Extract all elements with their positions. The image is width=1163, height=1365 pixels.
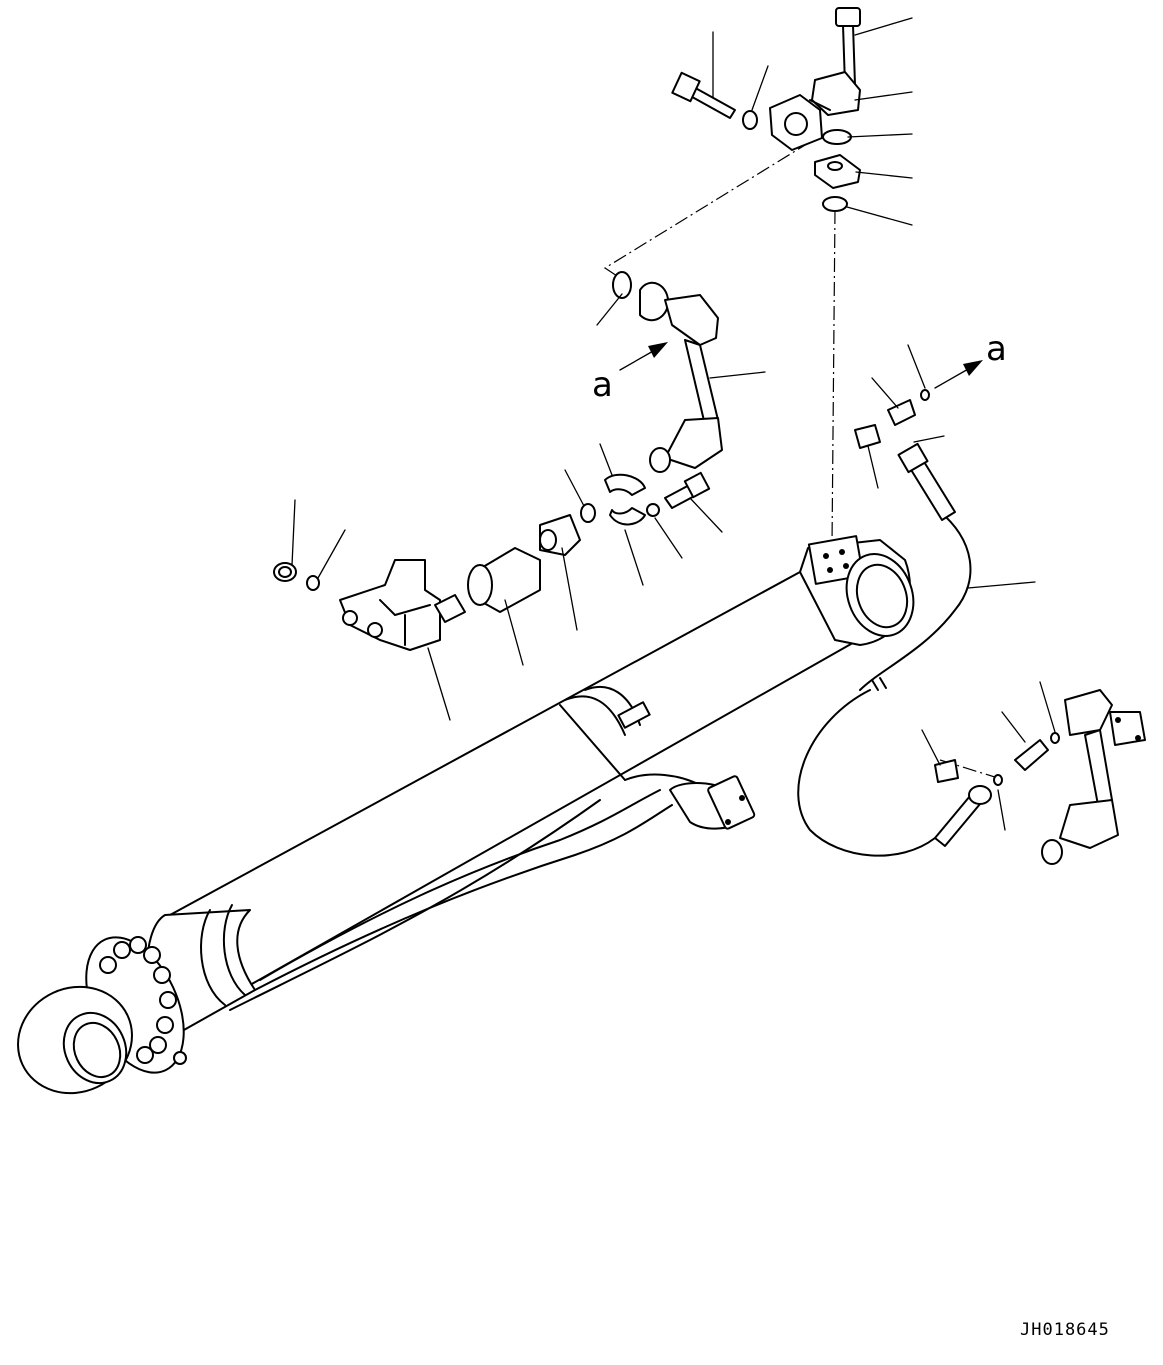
leader-lines xyxy=(291,17,1056,831)
view-arrow-label: a xyxy=(592,365,613,405)
view-arrow-left: a xyxy=(592,342,668,405)
steel-tube-right xyxy=(1041,689,1146,865)
hydraulic-cylinder xyxy=(17,535,915,1095)
steel-tube-center xyxy=(612,271,723,473)
drawing-code: JH018645 xyxy=(1020,1320,1110,1340)
flange-bolts xyxy=(99,936,187,1065)
hose-assembly xyxy=(797,442,992,857)
view-arrow-label: a xyxy=(986,329,1007,369)
view-arrow-right: a xyxy=(934,329,1007,389)
upper-fittings xyxy=(671,7,861,212)
right-fittings xyxy=(854,389,1060,786)
valve-components xyxy=(273,471,711,651)
cylinder-side-piping xyxy=(229,701,756,1011)
